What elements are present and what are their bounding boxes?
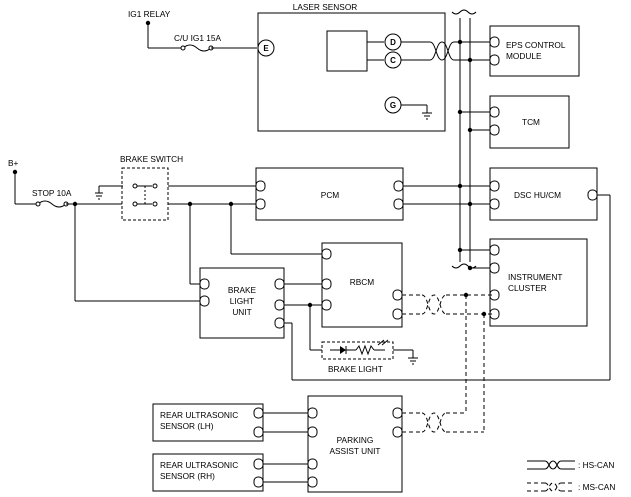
pin-c: C xyxy=(390,56,396,65)
eps-control-module xyxy=(489,25,580,77)
brake-switch xyxy=(95,167,257,221)
rear-rh-label-1: REAR ULTRASONIC xyxy=(160,460,238,470)
cu-ig1-fuse-label: C/U IG1 15A xyxy=(174,33,222,43)
laser-sensor xyxy=(257,12,446,132)
eps-label-2: MODULE xyxy=(506,51,542,61)
tcm-module xyxy=(489,95,570,149)
legend-ms-can: : MS-CAN xyxy=(578,482,615,492)
brake-light-label: BRAKE LIGHT xyxy=(328,364,383,374)
parking-label-1: PARKING xyxy=(337,435,374,445)
rear-lh-label-2: SENSOR (LH) xyxy=(160,421,214,431)
rear-rh-label-2: SENSOR (RH) xyxy=(160,471,215,481)
hs-can-bus xyxy=(401,9,492,271)
parking-assist-unit xyxy=(307,395,403,493)
blu-label-1: BRAKE xyxy=(228,285,257,295)
tcm-label: TCM xyxy=(522,117,540,127)
eps-label-1: EPS CONTROL xyxy=(506,40,566,50)
rear-ultrasonic-sensor-lh xyxy=(152,403,308,442)
brake-light-unit xyxy=(199,267,322,351)
legend-hs-can: : HS-CAN xyxy=(578,460,614,470)
stop-fuse-label: STOP 10A xyxy=(32,188,72,198)
hs-can-twist-laser xyxy=(401,41,470,61)
ic-label-2: CLUSTER xyxy=(508,283,547,293)
pin-d: D xyxy=(390,38,396,47)
brake-switch-branches xyxy=(187,201,322,285)
instrument-cluster xyxy=(489,238,588,327)
dsc-label: DSC HU/CM xyxy=(514,190,561,200)
ig1-relay-label: IG1 RELAY xyxy=(128,9,171,19)
laser-sensor-title: LASER SENSOR xyxy=(293,2,358,12)
blu-label-2: LIGHT xyxy=(230,296,254,306)
b-plus-label: B+ xyxy=(8,158,19,168)
b-plus-feed xyxy=(12,169,201,302)
ms-can-bus xyxy=(402,292,492,433)
legend xyxy=(527,460,575,492)
dsc-module xyxy=(283,167,611,381)
brake-switch-label: BRAKE SWITCH xyxy=(120,154,183,164)
pcm-label: PCM xyxy=(321,190,340,200)
ic-label-1: INSTRUMENT xyxy=(508,272,562,282)
rbcm-label: RBCM xyxy=(350,277,375,287)
rear-ultrasonic-sensor-rh xyxy=(152,453,308,492)
brake-light xyxy=(321,339,418,365)
rbcm-module xyxy=(321,242,403,328)
pcm-module xyxy=(255,167,404,221)
parking-label-2: ASSIST UNIT xyxy=(329,446,380,456)
pin-e: E xyxy=(263,44,269,53)
ig1-feed xyxy=(145,20,257,52)
blu-label-3: UNIT xyxy=(232,307,251,317)
pin-g: G xyxy=(390,101,396,110)
rear-lh-label-1: REAR ULTRASONIC xyxy=(160,410,238,420)
